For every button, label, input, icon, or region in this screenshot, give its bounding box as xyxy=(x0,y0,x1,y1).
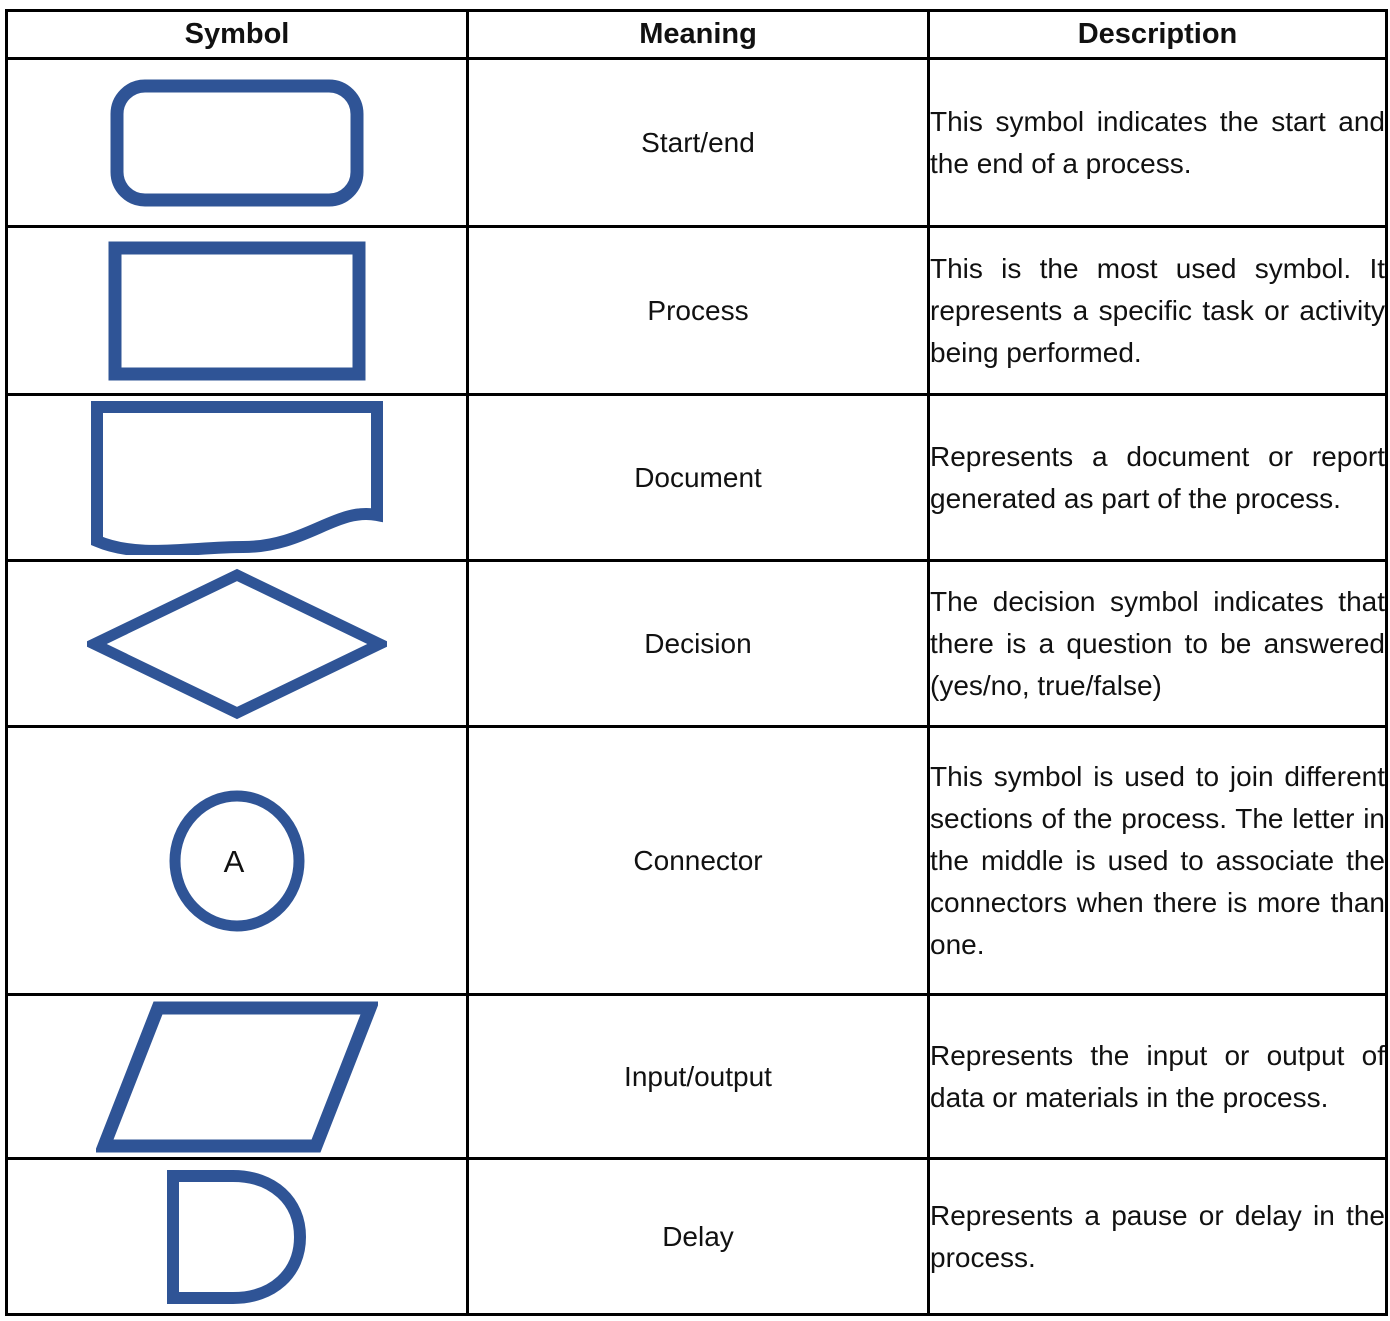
process-shape-icon xyxy=(108,241,366,380)
table-row: Input/output Represents the input or out… xyxy=(5,993,1388,1160)
symbol-cell xyxy=(5,1157,469,1316)
meaning-cell: Decision xyxy=(466,559,930,728)
meaning-cell: Connector xyxy=(466,725,930,996)
description-cell: This symbol indicates the start and the … xyxy=(927,57,1388,228)
decision-shape-icon xyxy=(87,568,387,719)
description-cell: This symbol is used to join different se… xyxy=(927,725,1388,996)
header-symbol: Symbol xyxy=(5,9,469,60)
meaning-cell: Document xyxy=(466,393,930,562)
meaning-cell: Input/output xyxy=(466,993,930,1160)
symbol-cell: A xyxy=(5,725,469,996)
table-row: Delay Represents a pause or delay in the… xyxy=(5,1157,1388,1316)
start-end-shape-icon xyxy=(110,79,364,206)
symbol-cell xyxy=(5,559,469,728)
connector-letter: A xyxy=(224,844,245,879)
meaning-cell: Delay xyxy=(466,1157,930,1316)
table-row: Process This is the most used symbol. It… xyxy=(5,225,1388,396)
symbol-cell xyxy=(5,993,469,1160)
description-cell: Represents the input or output of data o… xyxy=(927,993,1388,1160)
table-row: Document Represents a document or report… xyxy=(5,393,1388,562)
description-cell: Represents a pause or delay in the proce… xyxy=(927,1157,1388,1316)
table-row: Start/end This symbol indicates the star… xyxy=(5,57,1388,228)
delay-shape-icon xyxy=(167,1169,307,1304)
header-meaning: Meaning xyxy=(466,9,930,60)
symbol-cell xyxy=(5,225,469,396)
meaning-cell: Process xyxy=(466,225,930,396)
header-description: Description xyxy=(927,9,1388,60)
description-cell: The decision symbol indicates that there… xyxy=(927,559,1388,728)
document-shape-icon xyxy=(91,400,383,555)
connector-shape-icon: A xyxy=(169,790,305,931)
description-cell: Represents a document or report generate… xyxy=(927,393,1388,562)
symbol-cell xyxy=(5,57,469,228)
table-row: A Connector This symbol is used to join … xyxy=(5,725,1388,996)
description-cell: This is the most used symbol. It represe… xyxy=(927,225,1388,396)
symbol-cell xyxy=(5,393,469,562)
table-row: Decision The decision symbol indicates t… xyxy=(5,559,1388,728)
table-header-row: Symbol Meaning Description xyxy=(5,9,1388,60)
input-output-shape-icon xyxy=(96,1001,378,1152)
meaning-cell: Start/end xyxy=(466,57,930,228)
flowchart-symbols-table: Symbol Meaning Description Start/end Thi… xyxy=(5,9,1388,1316)
